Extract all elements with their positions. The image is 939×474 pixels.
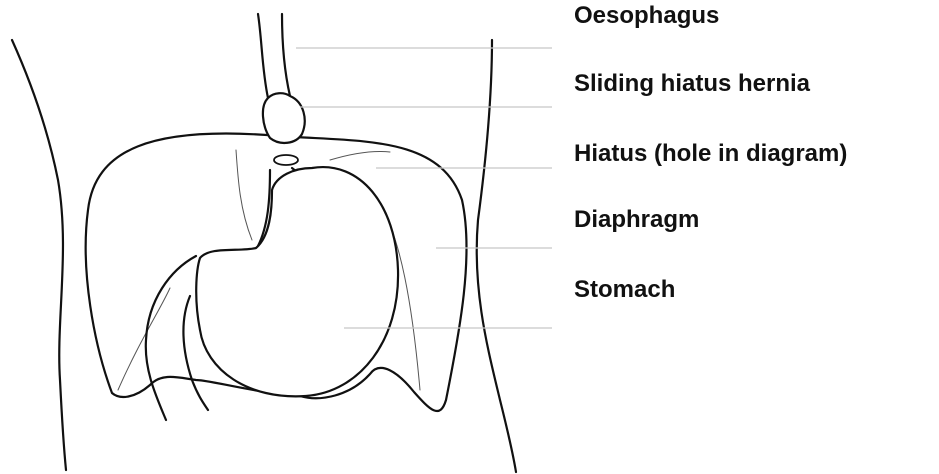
hiatus-hole (274, 155, 298, 165)
label-diaphragm: Diaphragm (574, 206, 699, 234)
label-oesophagus: Oesophagus (574, 2, 719, 30)
label-sliding-hiatus-hernia: Sliding hiatus hernia (574, 70, 810, 98)
sliding-hiatus-hernia (263, 93, 305, 143)
oesophagus-right-wall (282, 14, 290, 96)
torso-left-outline (12, 40, 66, 470)
label-stomach: Stomach (574, 276, 675, 304)
torso-right-outline (477, 40, 516, 472)
label-hiatus: Hiatus (hole in diagram) (574, 140, 847, 168)
oesophagus-left-wall (258, 14, 268, 98)
